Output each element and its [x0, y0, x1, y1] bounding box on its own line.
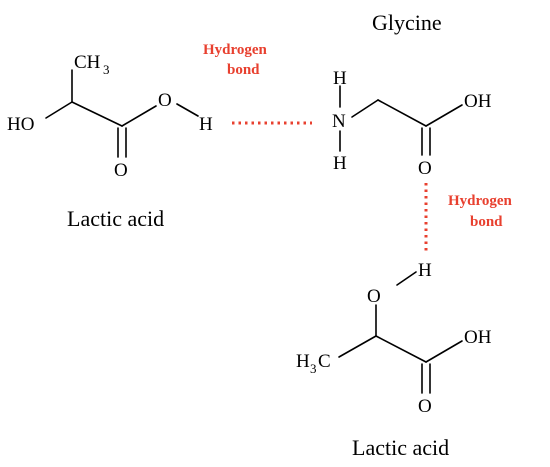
atom-bottom-oh: OH: [464, 327, 492, 348]
atom-glycine-oh: OH: [464, 91, 492, 112]
bond-c-o-acid: [121, 105, 157, 127]
atom-ch3-c: CH: [74, 52, 101, 73]
bond-n-ch2: [351, 99, 379, 118]
atom-hydroxyl-oxygen: O: [367, 286, 381, 307]
hydrogen-bond-label-top-line1: Hydrogen: [203, 42, 268, 58]
bond-ch3-c: [338, 335, 377, 358]
atom-methyl-c: C: [318, 351, 331, 372]
atom-nitrogen: N: [332, 111, 346, 132]
bond-ch2-c: [377, 99, 427, 127]
atom-glycine-carbonyl-oxygen: O: [418, 158, 432, 179]
atom-ch3-subscript: 3: [103, 62, 110, 77]
glycine-molecule: Glycine H N H OH O: [332, 10, 492, 179]
bond-ho-c: [45, 101, 73, 119]
atom-methyl-h: H: [296, 351, 310, 372]
atom-amine-h-top: H: [333, 68, 347, 89]
bond-c-c: [71, 101, 123, 127]
atom-hydroxyl: HO: [7, 114, 34, 135]
hydrogen-bond-label-top-line2: bond: [227, 62, 260, 78]
atom-donor-hydrogen: H: [418, 260, 432, 281]
atom-acid-hydrogen: H: [199, 114, 213, 135]
atom-methyl-subscript: 3: [310, 361, 317, 376]
hydrogen-bond-label-right-line1: Hydrogen: [448, 193, 513, 209]
lactic-acid-bottom-molecule: H O H 3 C OH O Lactic acid: [296, 260, 492, 460]
atom-bottom-carbonyl-oxygen: O: [418, 396, 432, 417]
lactic-acid-left-molecule: CH 3 HO O H O Lactic acid: [7, 52, 213, 231]
bond-c-c-bottom: [375, 335, 427, 363]
atom-carbonyl-oxygen: O: [114, 160, 128, 181]
bond-c-oh: [425, 104, 463, 127]
bond-c-oh-bottom: [425, 340, 463, 363]
atom-acid-oxygen: O: [158, 90, 172, 111]
hydrogen-bond-label-right-line2: bond: [470, 214, 503, 230]
bond-o-h: [176, 103, 199, 117]
caption-lactic-acid-left: Lactic acid: [67, 206, 164, 231]
caption-lactic-acid-bottom: Lactic acid: [352, 435, 449, 460]
bond-o-h-donor: [396, 271, 417, 286]
atom-amine-h-bottom: H: [333, 153, 347, 174]
caption-glycine: Glycine: [372, 10, 442, 35]
